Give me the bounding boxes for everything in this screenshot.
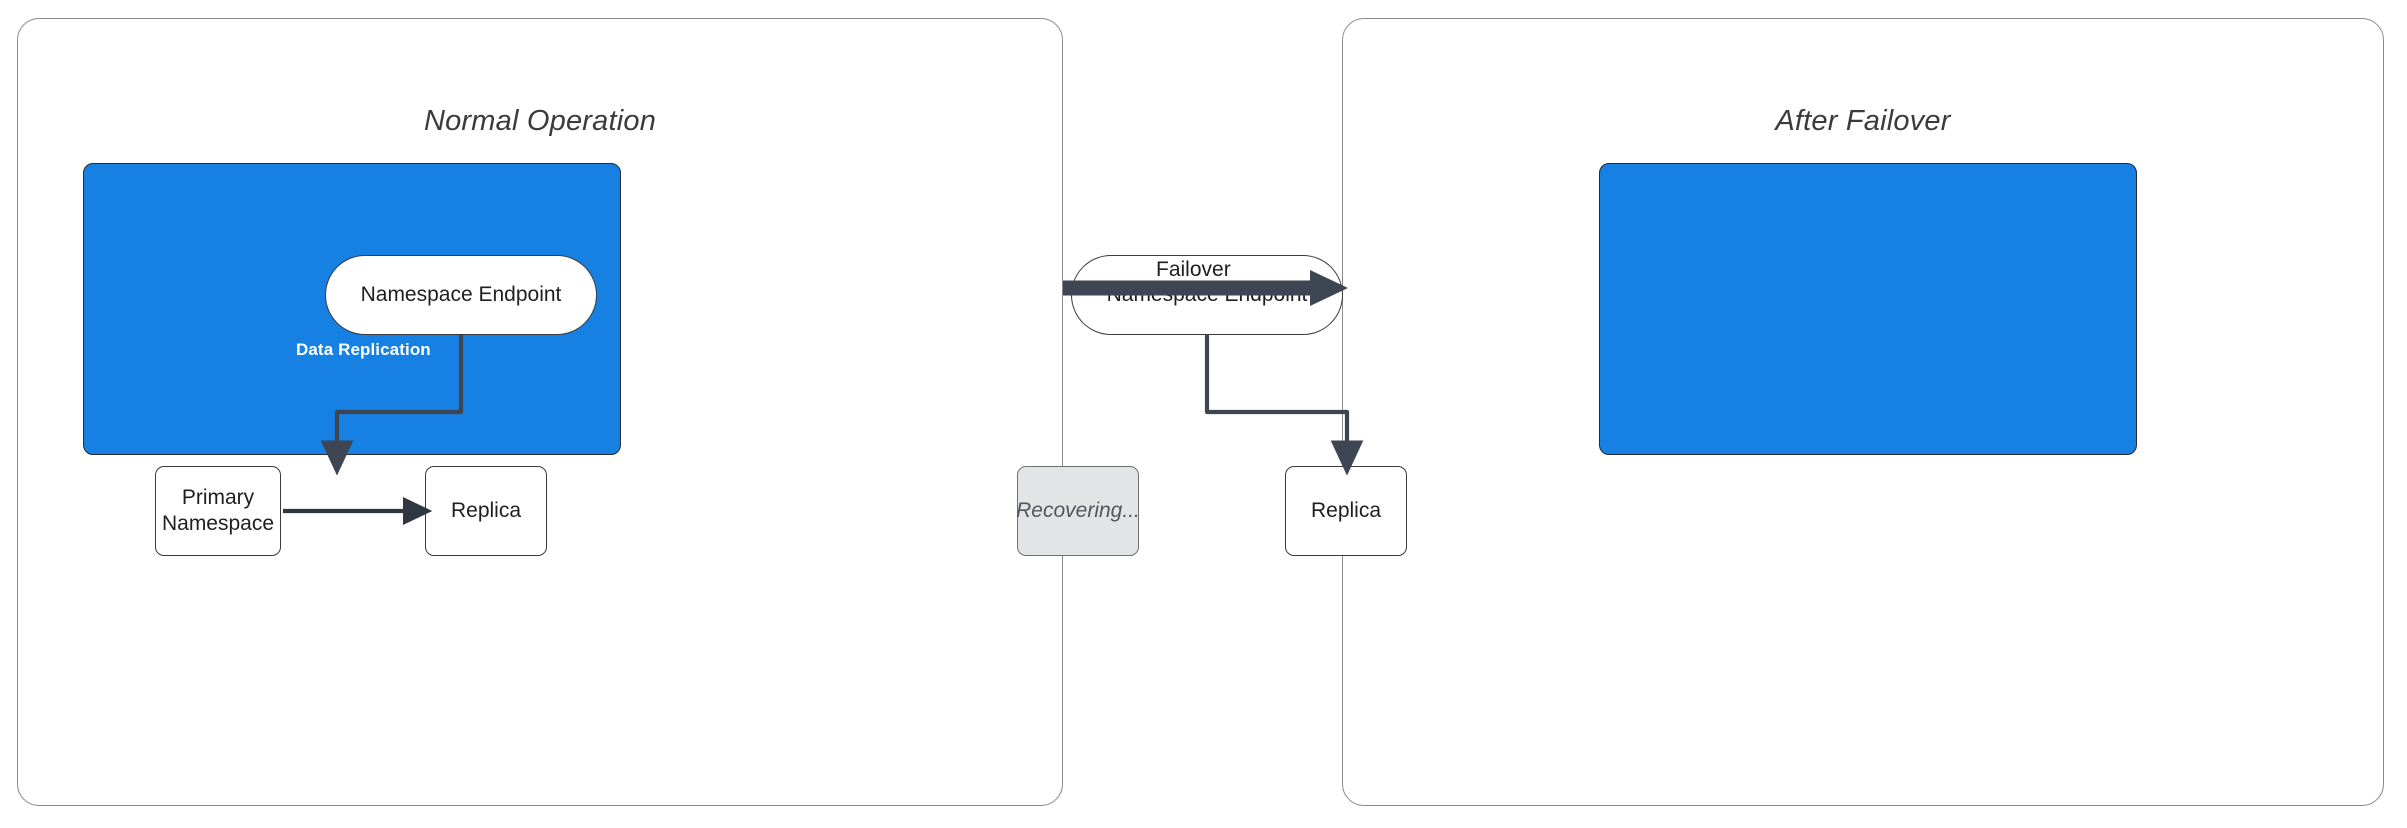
node-replica-left[interactable]: Replica bbox=[425, 466, 547, 556]
node-recovering[interactable]: Recovering... bbox=[1016, 466, 1140, 556]
blue-region-after-failover bbox=[1599, 163, 2137, 455]
connector-endpoint-to-replica bbox=[1204, 333, 1364, 476]
edge-label-data-replication: Data Replication bbox=[296, 340, 431, 359]
node-primary-namespace[interactable]: Primary Namespace bbox=[155, 466, 281, 556]
panel-title-normal-operation: Normal Operation bbox=[423, 105, 657, 137]
panel-title-after-failover: After Failover bbox=[1775, 105, 1951, 137]
node-namespace-endpoint-left[interactable]: Namespace Endpoint bbox=[325, 255, 597, 335]
node-primary-namespace-line1: Primary bbox=[181, 485, 255, 509]
node-replica-right[interactable]: Replica bbox=[1285, 466, 1407, 556]
transition-label-failover: Failover bbox=[1156, 258, 1231, 281]
node-primary-namespace-line2: Namespace bbox=[161, 512, 275, 535]
